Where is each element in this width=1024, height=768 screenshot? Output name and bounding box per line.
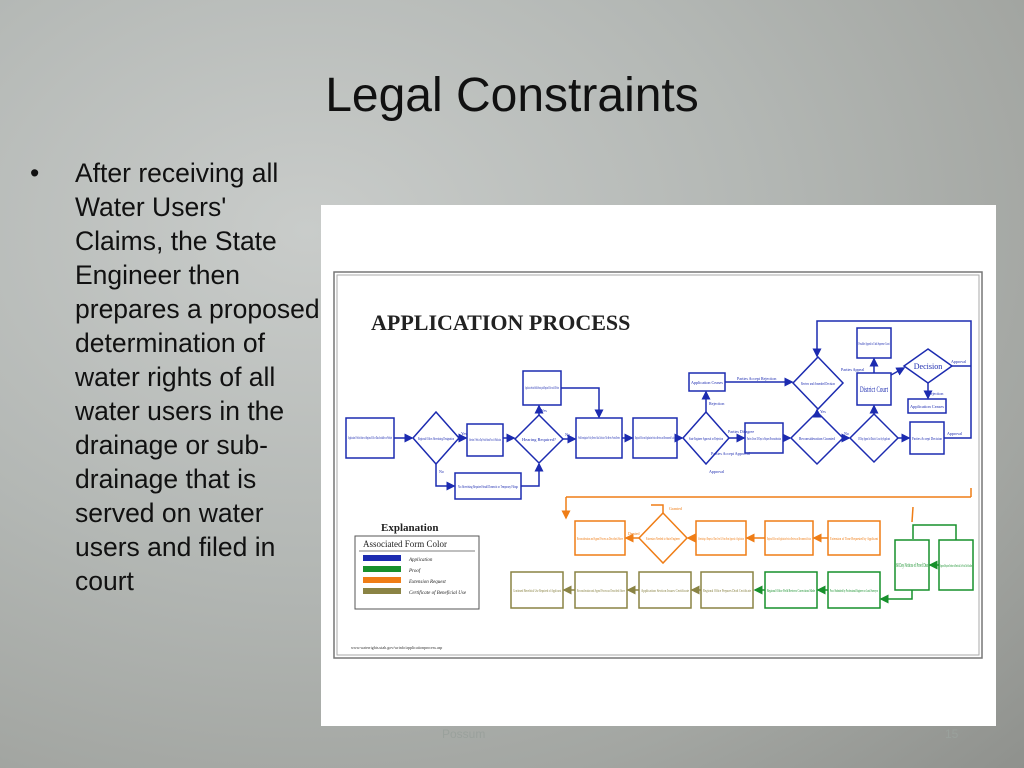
edge-label-approval: Approval <box>951 359 967 364</box>
legend-subtitle: Associated Form Color <box>363 539 447 549</box>
recon-appeal-process-2-node <box>574 571 628 609</box>
edge-label-denied: Denied <box>628 531 640 536</box>
legend-label: Application <box>408 558 433 563</box>
field-reviews-label: Regional Office Field Reviews Correction… <box>767 588 815 593</box>
parties-accept-label: Parties Accept Decision <box>912 436 943 441</box>
decision-label: Decision <box>914 362 942 371</box>
draft-certificate-label: Regional Office Prepares Draft Certifica… <box>703 588 751 593</box>
bullet-dot-icon: • <box>30 158 40 188</box>
source-url: www.waterrights.utah.gov/wrinfo/applicat… <box>351 645 442 650</box>
proof-submitted-node <box>827 571 881 609</box>
parties-given-node <box>744 422 784 454</box>
application-filed-label: Application Filed in State or Regional O… <box>348 435 392 440</box>
state-engineer-node <box>681 410 731 466</box>
reconsideration-node <box>789 410 845 466</box>
recon-appeal-process-label: Reconsideration and Appeal Process as De… <box>577 536 623 541</box>
edge-label-no: No <box>565 432 570 437</box>
edge-label-parties-disagree: Parties Disagree <box>728 429 754 434</box>
legend-label: Proof <box>408 569 421 574</box>
extension-needed-node <box>637 511 689 565</box>
hearing-held-label: Application Section Holds Hearing with R… <box>525 385 559 390</box>
edge-label-parties-accept-approval: Parties Accept Approval <box>711 451 751 456</box>
extension-requested-label: Extension of Time Requested by Applicant <box>830 536 878 541</box>
district-court-label: District Court <box>860 385 888 394</box>
sixty-day-node <box>894 539 930 591</box>
edge-label-approval: Approval <box>709 469 725 474</box>
review-amended-label: Review and Amended Decision <box>801 381 835 386</box>
application-ceases-2-label: Application Ceases <box>910 404 944 409</box>
field-investigation-label: -Field Investigation -Policy Review -Dat… <box>578 435 620 440</box>
thirty-day-appeal-label: 30 Day Appeal to District Court by Appli… <box>858 436 890 441</box>
section-issues-cert-node <box>638 571 692 609</box>
legend-title: Explanation <box>381 522 438 534</box>
recon-appeal-process-2-label: Reconsideration and Appeal Process as De… <box>577 588 625 593</box>
legend-swatch-proof <box>363 566 401 572</box>
advertise-node <box>466 423 504 457</box>
regional-review-label: Regional Office and Application Section … <box>635 435 675 440</box>
legend: Explanation Associated Form Color Applic… <box>354 522 480 610</box>
no-advertising-label: No Advertising Required Small Domestic o… <box>458 484 518 489</box>
process-diagram-image: APPLICATION PROCESS <box>321 205 996 726</box>
regional-designation-label: Regional Office Advertising Designation <box>418 436 454 441</box>
approval-requires-label: Approval Requires Evidence of Beneficial… <box>940 563 972 568</box>
slide-title: Legal Constraints <box>325 69 699 122</box>
possible-appeal-label: Possible Appeal to Utah Supreme Court <box>859 341 890 346</box>
legend-box <box>354 535 480 610</box>
reconsideration-label: Reconsideration Granted <box>799 436 836 441</box>
legend-swatch-application <box>363 555 401 561</box>
edge-label-approval: Approval <box>947 431 963 436</box>
legend-label: Certificate of Beneficial Use <box>409 591 467 596</box>
edge-label-granted: Granted <box>669 506 682 511</box>
bullet-item: • After receiving all Water Users' Claim… <box>30 156 320 598</box>
bullet-list: • After receiving all Water Users' Claim… <box>30 156 320 598</box>
parties-given-label: Parties Given 30 Days to Request Reconsi… <box>747 436 781 441</box>
sixty-day-label: 60 Day Notices of Proof Due <box>896 562 928 569</box>
continued-use-node <box>510 571 564 609</box>
section-issues-cert-label: Application Section Issues Certificate <box>641 588 689 593</box>
edge-label-parties-accept-rejection: Parties Accept Rejection <box>737 376 776 381</box>
application-ceases-label: Application Ceases <box>691 380 723 385</box>
advertising-request-node <box>695 520 747 556</box>
regional-review-ext-label: Regional Office and Application Section … <box>767 536 811 541</box>
application-filed-node <box>345 417 395 459</box>
hearing-required-label: Hearing Required? <box>522 437 556 442</box>
footer-text: Possum <box>442 727 486 741</box>
advertising-request-label: Advertising of Request of Time Over 14 Y… <box>698 536 744 541</box>
district-court-node <box>856 372 892 406</box>
edge-label-yes: Yes <box>820 409 826 414</box>
regional-review-node <box>632 417 678 459</box>
advertise-label: Advertise 1 Week in Day Period Submit Pr… <box>469 437 501 442</box>
diagram-title: APPLICATION PROCESS <box>371 310 630 335</box>
legend-swatch-extension <box>363 577 401 583</box>
edge-label-parties-appeal: Parties Appeal <box>841 367 865 372</box>
thirty-day-appeal-node <box>848 412 900 464</box>
legend-swatch-certificate <box>363 588 401 594</box>
proof-submitted-label: Proof Submitted by Professional Engineer… <box>830 588 878 593</box>
state-engineer-label: State Engineer Approval or Rejection <box>689 436 723 441</box>
edge-label-rejection: Rejection <box>709 401 724 406</box>
field-investigation-node <box>575 417 623 459</box>
edge-label-rejection: Rejection <box>928 391 943 396</box>
edge-label-no: No <box>439 469 444 474</box>
page-number: 15 <box>945 727 959 741</box>
edge-label-yes: Yes <box>541 408 547 413</box>
edge-label-no: No <box>844 431 849 436</box>
legend-label: Extension Request <box>408 580 446 585</box>
extension-needed-label: Extension Needed to State Engineer <box>646 536 680 541</box>
bullet-text: After receiving all Water Users' Claims,… <box>75 158 320 596</box>
edge-label-yes: Yes <box>461 431 467 436</box>
continued-use-label: Continued Beneficial Use Required of App… <box>513 588 561 593</box>
